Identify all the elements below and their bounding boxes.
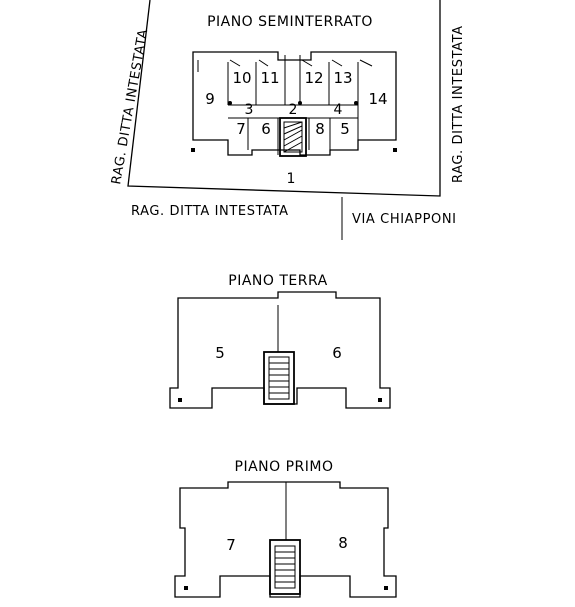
first-floor-title: PIANO PRIMO [235, 459, 334, 475]
unit-label: 10 [232, 69, 251, 87]
unit-label: 8 [338, 534, 348, 552]
basement-partitions [197, 55, 373, 155]
unit-label: 11 [260, 69, 279, 87]
ground-floor-staircase [263, 351, 295, 405]
first-floor-staircase [269, 539, 301, 595]
basement-markers [191, 101, 397, 152]
unit-label: 6 [332, 344, 342, 362]
unit-label: 13 [333, 69, 352, 87]
ground-floor-outline [169, 291, 391, 409]
unit-label: 6 [261, 120, 271, 138]
unit-label: 3 [245, 102, 254, 118]
ground-floor-plan: PIANO TERRA 5 6 [169, 273, 391, 409]
unit-label: 12 [304, 69, 323, 87]
unit-label: 2 [289, 102, 298, 118]
right-boundary-label: RAG. DITTA INTESTATA [451, 25, 466, 183]
ground-floor-title: PIANO TERRA [228, 273, 327, 289]
unit-label: 1 [287, 171, 296, 187]
basement-title: PIANO SEMINTERRATO [207, 14, 373, 30]
unit-label: 7 [236, 120, 246, 138]
basement-staircase [279, 117, 307, 157]
bottom-boundary-label: RAG. DITTA INTESTATA [131, 204, 289, 219]
unit-label: 7 [226, 536, 236, 554]
unit-label: 8 [315, 120, 325, 138]
lot-boundary [127, 0, 441, 197]
unit-label: 9 [205, 90, 215, 108]
street-label: VIA CHIAPPONI [352, 212, 457, 227]
unit-label: 14 [368, 90, 387, 108]
unit-label: 5 [340, 120, 350, 138]
unit-label: 5 [215, 344, 225, 362]
basement-plan: PIANO SEMINTERRATO 1 2 3 4 5 6 7 8 9 10 … [109, 0, 466, 240]
unit-label: 4 [334, 102, 343, 118]
first-floor-plan: PIANO PRIMO 7 8 [174, 459, 397, 598]
